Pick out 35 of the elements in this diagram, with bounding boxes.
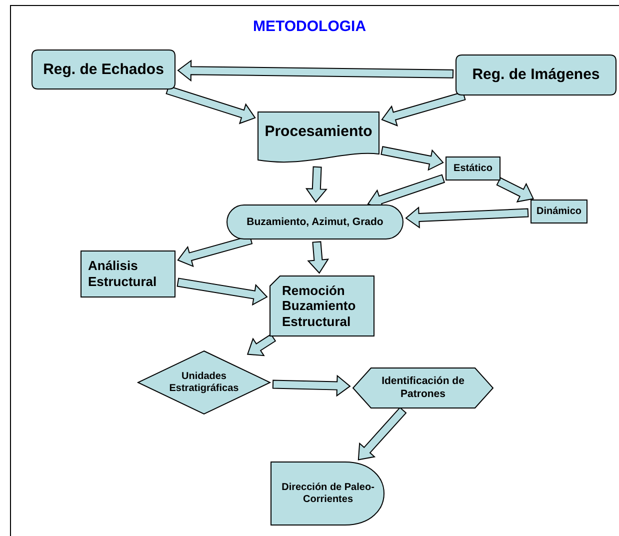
node-label: Dinámico [536, 206, 582, 218]
node-label: Análisis Estructural [88, 258, 158, 290]
block-arrow [177, 60, 454, 82]
block-arrow [305, 166, 328, 203]
delay-shape [271, 462, 385, 525]
decision-diamond [138, 351, 270, 414]
block-arrow [246, 334, 276, 356]
node-label: Buzamiento, Azimut, Grado [246, 216, 384, 228]
node-label: Reg. de Imágenes [472, 66, 600, 84]
card-shape [270, 276, 374, 336]
block-arrow [358, 406, 407, 460]
node-label: Remoción Buzamiento Estructural [282, 282, 357, 330]
node-label: Reg. de Echados [43, 60, 164, 78]
rounded-box [32, 50, 175, 89]
block-arrow [405, 206, 529, 228]
block-arrow [166, 85, 256, 124]
block-arrow [380, 146, 444, 171]
node-label: Unidades Estratigráficas [168, 370, 240, 394]
node-label: Procesamiento [264, 123, 372, 141]
preparation-hexagon [353, 368, 493, 408]
rounded-box [456, 55, 616, 95]
block-arrow [381, 91, 466, 126]
diagram-title: METODOLOGIA [252, 18, 368, 35]
process-box [446, 157, 500, 180]
block-arrow [307, 241, 330, 274]
block-arrow [176, 278, 268, 306]
block-arrow [272, 374, 351, 397]
node-label: Dirección de Paleo-Corrientes [280, 482, 376, 506]
process-box [81, 251, 175, 297]
terminal-shape [227, 205, 403, 239]
node-label: Identificación de Patrones [380, 375, 466, 401]
node-label: Estático [454, 162, 492, 174]
process-box [531, 200, 587, 223]
document-shape [258, 112, 379, 164]
block-arrow [496, 177, 534, 202]
